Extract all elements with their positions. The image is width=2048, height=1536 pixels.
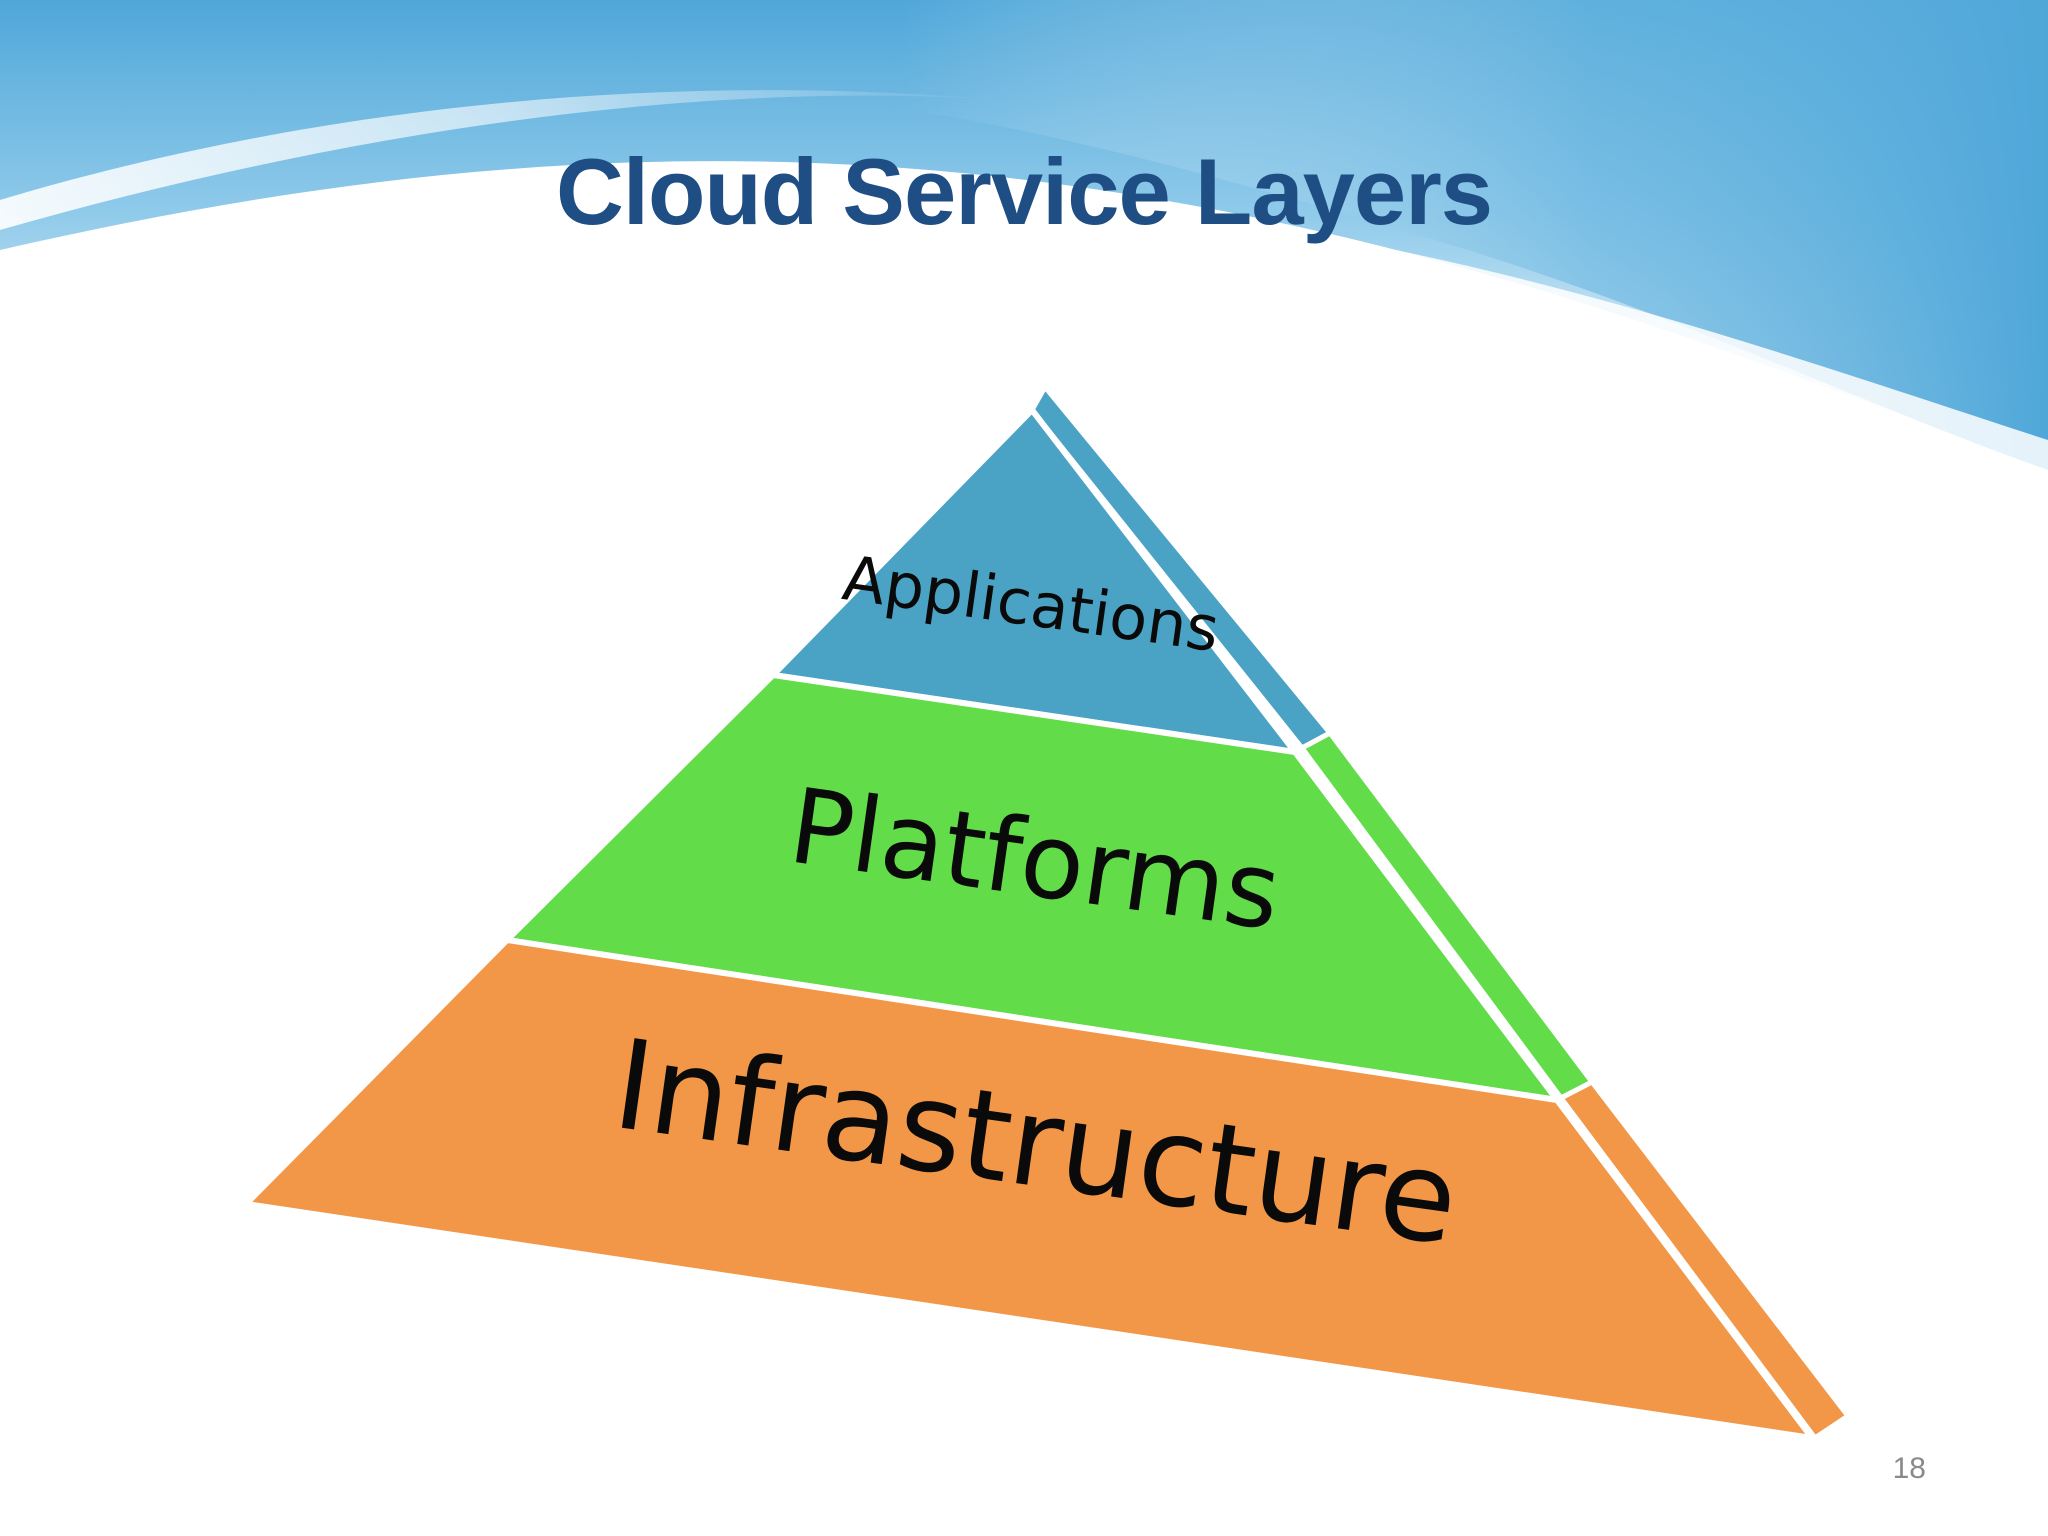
page-number: 18: [1892, 1452, 1926, 1485]
slide-title: Cloud Service Layers: [555, 139, 1493, 244]
header-wave-background: [0, 0, 2048, 520]
layer-infrastructure: [239, 936, 1819, 1443]
pyramid-side-face: [1028, 382, 1852, 1442]
